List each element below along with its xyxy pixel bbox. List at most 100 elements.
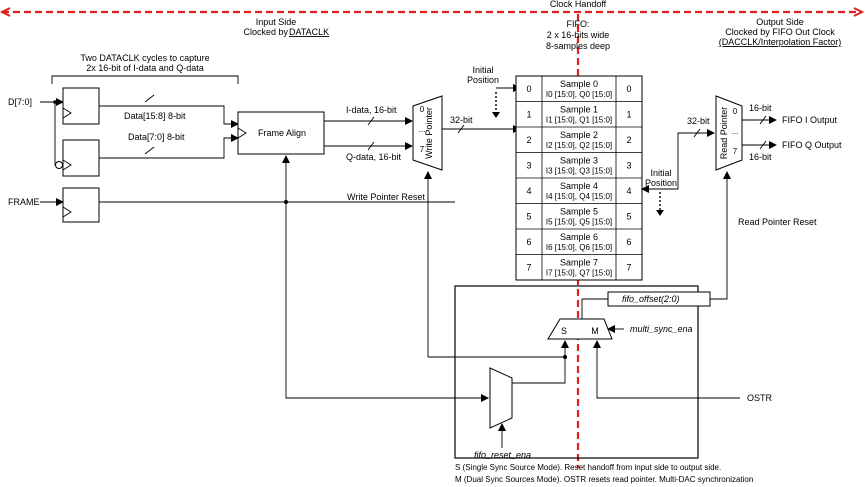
read-pointer-dots: ... (732, 127, 739, 136)
register-data-lo (62, 139, 100, 177)
fifo-title: FIFO: (567, 19, 590, 29)
read-pointer-reset-label: Read Pointer Reset (738, 217, 817, 227)
clock-handoff-label: Clock Handoff (550, 0, 607, 9)
q-data-slash (367, 141, 375, 151)
initial-position-right-1: Initial (650, 168, 671, 178)
i-data-label: I-data, 16-bit (346, 105, 397, 115)
read-pointer-label: Read Pointer (719, 107, 729, 160)
fifo-read-index: 1 (626, 110, 631, 120)
footnote-dual-sync: M (Dual Sync Sources Mode). OSTR resets … (455, 475, 753, 484)
fifo-q-output-label: FIFO Q Output (782, 140, 842, 150)
ostr-label: OSTR (747, 393, 773, 403)
input-side-clock-prefix: Clocked by (243, 27, 288, 37)
read-pointer-mux (715, 95, 743, 171)
capture-note-1: Two DATACLK cycles to capture (80, 53, 209, 63)
data-lo-slash (144, 146, 155, 155)
input-side-clock-name: DATACLK (289, 27, 329, 37)
write-pointer-mux (412, 95, 443, 171)
fifo-read-index: 2 (626, 135, 631, 145)
register-frame (62, 187, 100, 223)
fifo-width: 2 x 16-bits wide (547, 30, 610, 40)
bus32-out (642, 129, 715, 190)
frame-to-reset-mux (285, 202, 489, 402)
fifo-write-index: 7 (526, 263, 531, 273)
fifo-sample-detail: I3 [15:0], Q3 [15:0] (546, 167, 612, 176)
fifo-write-index: 1 (526, 110, 531, 120)
initial-position-right-2: Position (645, 178, 677, 188)
frame-align-block (237, 111, 325, 155)
write-pointer-label: Write Pointer (424, 107, 434, 159)
sync-mode-mux (547, 318, 613, 340)
fifo-read-index: 6 (626, 237, 631, 247)
fifo-i-output-label: FIFO I Output (782, 115, 838, 125)
i-data-slash (367, 116, 375, 126)
fifo-read-index: 7 (626, 263, 631, 273)
fifo-read-index: 0 (626, 84, 631, 94)
fifo-i-slash (759, 115, 767, 125)
capture-bracket (51, 75, 239, 84)
bus32-in-label: 32-bit (450, 115, 473, 125)
read-pointer-top: 0 (733, 107, 738, 116)
handoff-left-arrow (0, 7, 11, 17)
out16-q-label: 16-bit (749, 152, 772, 162)
fifo-sample-name: Sample 6 (560, 232, 598, 242)
handoff-right-arrow (853, 7, 865, 17)
footnote-single-sync: S (Single Sync Source Mode). Reset hando… (455, 463, 721, 472)
fifo-row: 6 Sample 6I6 [15:0], Q6 [15:0] 6 (516, 228, 642, 252)
fifo-write-index: 0 (526, 84, 531, 94)
output-side-title: Output Side (756, 17, 804, 27)
initial-position-left-2: Position (467, 75, 499, 85)
fifo-row: 1 Sample 1I1 [15:0], Q1 [15:0] 1 (516, 101, 642, 125)
fifo-sample-name: Sample 0 (560, 79, 598, 89)
fifo-sample-detail: I6 [15:0], Q6 [15:0] (546, 243, 612, 252)
offset-to-box-wire (581, 298, 608, 319)
read-pointer-reset-wire (710, 171, 731, 300)
frame-align-label: Frame Align (258, 128, 306, 138)
fifo-sample-name: Sample 2 (560, 130, 598, 140)
fifo-sample-name: Sample 5 (560, 207, 598, 217)
fifo-q-slash (759, 140, 767, 150)
bus32-out-slash (693, 128, 701, 138)
fifo-row: 2 Sample 2I2 [15:0], Q2 [15:0] 2 (516, 126, 642, 150)
write-pointer-dots: ... (419, 125, 426, 134)
fifo-reset-mux (489, 367, 513, 429)
fifo-row: 3 Sample 3I3 [15:0], Q3 [15:0] 3 (516, 152, 642, 176)
fifo-write-index: 2 (526, 135, 531, 145)
write-pointer-top: 0 (420, 105, 425, 114)
fifo-sample-detail: I2 [15:0], Q2 [15:0] (546, 141, 612, 150)
data-hi-slash (144, 94, 155, 103)
fifo-sample-detail: I1 [15:0], Q1 [15:0] (546, 116, 612, 125)
fifo-sample-name: Sample 4 (560, 181, 598, 191)
fifo-sample-detail: I5 [15:0], Q5 [15:0] (546, 218, 612, 227)
data-lo-label: Data[7:0] 8-bit (128, 132, 185, 142)
fifo-read-index: 3 (626, 161, 631, 171)
input-side-title: Input Side (256, 17, 297, 27)
d-input-label: D[7:0] (8, 97, 32, 107)
read-pointer-text: Read Pointer (719, 107, 729, 160)
data-hi-label: Data[15:8] 8-bit (124, 111, 186, 121)
frame-input-label: FRAME (8, 197, 40, 207)
write-pointer-text: Write Pointer (424, 107, 434, 159)
output-side-clock-detail: (DACCLK/Interpolation Factor) (719, 37, 842, 47)
fifo-write-index: 3 (526, 161, 531, 171)
fifo-sample-detail: I7 [15:0], Q7 [15:0] (546, 269, 612, 278)
fifo-sample-name: Sample 3 (560, 156, 598, 166)
reset-mux-to-sync-mux (512, 340, 569, 384)
register-data-hi (62, 87, 100, 125)
bus32-in-slash (457, 124, 465, 134)
read-direction-arrow (656, 210, 664, 216)
d-split-wire (40, 101, 60, 166)
data-lo-bus (99, 134, 239, 159)
fifo-write-index: 6 (526, 237, 531, 247)
write-pointer-bottom: 7 (420, 145, 425, 154)
read-pointer-bottom: 7 (733, 147, 738, 156)
frame-align-clk (237, 127, 247, 139)
fifo-sample-name: Sample 1 (560, 105, 598, 115)
out16-i-label: 16-bit (749, 103, 772, 113)
